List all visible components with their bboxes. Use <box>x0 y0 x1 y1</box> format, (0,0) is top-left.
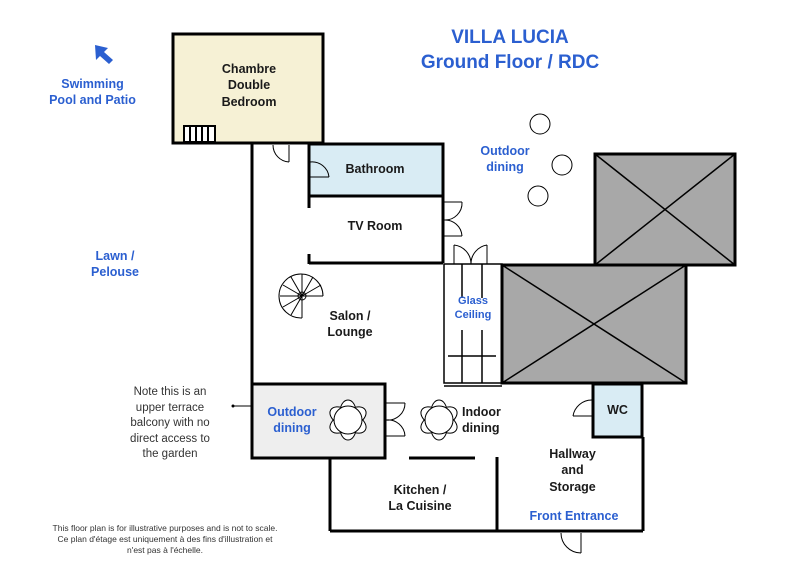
label-line: Lawn / <box>95 249 135 263</box>
note-pointer <box>231 404 252 408</box>
arrow-up-left-icon <box>95 45 113 64</box>
label-line: Double <box>227 78 271 93</box>
title-line-2: Ground Floor / RDC <box>420 51 600 73</box>
label-glass-ceiling: Glass Ceiling <box>444 294 502 323</box>
label-line: Indoor <box>462 405 501 419</box>
stool-icons <box>527 113 573 207</box>
door-icon <box>272 144 290 163</box>
label-outdoor-dining-top: Outdoor dining <box>465 143 545 176</box>
label-line: Ceiling <box>454 309 492 322</box>
room-wc <box>591 382 644 439</box>
note-line: the garden <box>142 448 198 461</box>
double-door-icon <box>385 402 406 437</box>
void-main <box>500 263 688 385</box>
door-icon <box>309 161 330 178</box>
door-icon <box>572 399 593 417</box>
label-line: La Cuisine <box>388 499 452 514</box>
walls-lower <box>328 437 645 533</box>
label-pool: Swimming Pool and Patio <box>30 76 155 109</box>
label-line: dining <box>486 160 524 175</box>
label-line: dining <box>273 421 311 436</box>
label-lawn: Lawn / Pelouse <box>70 248 160 281</box>
double-door-icon <box>453 244 488 265</box>
disclaimer-line: Ce plan d'étage est uniquement à des fin… <box>57 534 273 545</box>
label-wc: WC <box>607 403 628 417</box>
room-tv <box>307 196 445 265</box>
label-bedroom: Chambre Double Bedroom <box>190 61 308 110</box>
radiator-icon <box>183 125 216 143</box>
double-door-icon <box>443 201 463 237</box>
front-door-icon <box>560 532 582 554</box>
page-title: VILLA LUCIA Ground Floor / RDC <box>390 26 630 75</box>
label-line: Outdoor <box>480 144 530 158</box>
disclaimer-line: n'est pas à l'échelle. <box>126 545 203 556</box>
note-line: direct access to <box>130 432 210 445</box>
label-line: Hallway <box>549 447 596 461</box>
walls <box>250 141 309 385</box>
label-hallway: Hallway and Storage <box>530 446 615 495</box>
void-upper <box>593 152 737 267</box>
label-line: Glass <box>458 295 488 307</box>
label-line: Lounge <box>327 325 373 340</box>
label-line: Outdoor <box>267 405 317 419</box>
spiral-staircase-icon <box>278 273 324 319</box>
disclaimer-line: This floor plan is for illustrative purp… <box>52 523 278 533</box>
label-line: Chambre <box>221 62 277 76</box>
note-line: upper terrace <box>135 401 205 414</box>
title-line-1: VILLA LUCIA <box>451 27 569 48</box>
note-line: Note this is an <box>133 386 207 398</box>
label-terrace-dining: Outdoor dining <box>258 404 326 437</box>
label-line: and <box>561 463 584 478</box>
label-salon: Salon / Lounge <box>305 308 395 341</box>
label-tv-room: TV Room <box>347 219 403 233</box>
label-line: Swimming <box>61 77 124 91</box>
label-kitchen: Kitchen / La Cuisine <box>365 482 475 515</box>
dining-table-icon <box>329 399 367 441</box>
label-line: Pool and Patio <box>49 93 136 108</box>
label-line: Pelouse <box>91 265 139 280</box>
label-line: Storage <box>549 479 596 494</box>
glass-ceiling-area <box>443 263 503 387</box>
label-line: dining <box>462 421 500 436</box>
terrace-note: Note this is an upper terrace balcony wi… <box>110 385 230 463</box>
dining-table-icon <box>420 399 458 441</box>
note-line: balcony with no <box>130 417 210 430</box>
label-indoor-dining: Indoor dining <box>462 404 522 437</box>
room-bedroom <box>171 32 325 145</box>
label-front-entrance: Front Entrance <box>529 509 619 523</box>
label-bathroom: Bathroom <box>345 162 405 176</box>
label-line: Salon / <box>329 309 371 323</box>
disclaimer: This floor plan is for illustrative purp… <box>10 523 320 556</box>
label-line: Bedroom <box>221 94 277 109</box>
label-line: Kitchen / <box>393 483 447 497</box>
room-bathroom <box>307 142 445 198</box>
